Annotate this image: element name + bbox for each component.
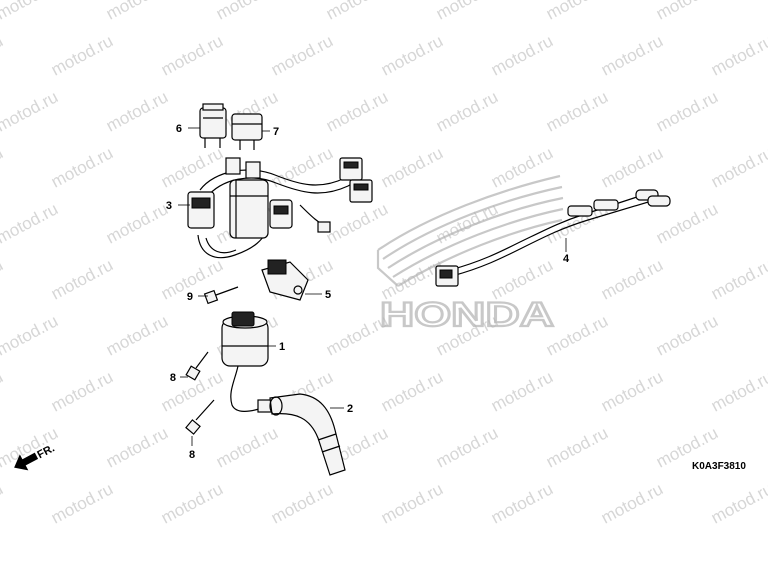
watermark-text: motod.ru [543, 0, 611, 24]
callout-9: 9 [187, 291, 193, 303]
watermark-text: motod.ru [323, 87, 391, 135]
watermark-text: motod.ru [0, 87, 61, 135]
watermark-text: motod.ru [598, 479, 666, 527]
watermark-text: motod.ru [48, 143, 116, 191]
leader-lines [178, 127, 567, 446]
watermark-text: motod.ru [488, 143, 556, 191]
watermark-text: motod.ru [708, 367, 768, 415]
watermark-text: motod.ru [48, 255, 116, 303]
watermark-text: motod.ru [213, 0, 281, 24]
watermark-text: motod.ru [653, 87, 721, 135]
watermark-text: motod.ru [488, 367, 556, 415]
honda-wing-icon [376, 174, 564, 287]
watermark-text: motod.ru [323, 0, 391, 24]
watermark-text: motod.ru [543, 423, 611, 471]
watermark-text: motod.ru [488, 31, 556, 79]
part-8-bolt-upper[interactable] [185, 351, 209, 381]
watermark-text: motod.ru [653, 0, 721, 24]
watermark-text: motod.ru [0, 143, 6, 191]
watermark-text: motod.ru [653, 311, 721, 359]
watermark-text: motod.ru [433, 87, 501, 135]
watermark-text: motod.ru [708, 255, 768, 303]
callout-3: 3 [166, 200, 172, 212]
part-6-relay[interactable] [199, 103, 227, 148]
watermark-text: motod.ru [103, 311, 171, 359]
watermark-text: motod.ru [708, 479, 768, 527]
watermark-text: motod.ru [48, 367, 116, 415]
part-2-spark-plug-cap[interactable] [269, 393, 346, 476]
watermark-text: motod.ru [0, 367, 6, 415]
watermark-text: motod.ru [433, 0, 501, 24]
watermark-text: motod.ru [103, 423, 171, 471]
watermark-text: motod.ru [158, 31, 226, 79]
watermark-text: motod.ru [378, 31, 446, 79]
callout-7: 7 [273, 126, 279, 138]
watermark-text: motod.ru [488, 479, 556, 527]
callout-labels: 6 7 3 4 5 9 1 2 8 8 [166, 123, 570, 461]
watermark-text: motod.ru [0, 199, 61, 247]
watermark-text: motod.ru [213, 423, 281, 471]
part-7-relay[interactable] [231, 113, 263, 150]
watermark-text: motod.ru [433, 423, 501, 471]
callout-5: 5 [325, 289, 331, 301]
part-5-sensor[interactable] [261, 259, 309, 301]
watermark-text: motod.ru [598, 367, 666, 415]
watermark-text: motod.ru [103, 87, 171, 135]
watermark-text: motod.ru [323, 311, 391, 359]
watermark-text: motod.ru [0, 31, 6, 79]
watermark-text: motod.ru [0, 0, 61, 24]
watermark-text: motod.ru [708, 143, 768, 191]
watermark-text: motod.ru [378, 367, 446, 415]
honda-logo-text: HONDA [380, 296, 554, 334]
diagram-code: K0A3F3810 [692, 461, 746, 472]
watermark-text: motod.ru [598, 143, 666, 191]
watermark-text: motod.ru [708, 31, 768, 79]
callout-1: 1 [279, 341, 285, 353]
watermark-text: motod.ru [268, 479, 336, 527]
part-1-ignition-coil[interactable] [221, 311, 273, 413]
callout-4: 4 [563, 253, 570, 265]
part-8-bolt-lower[interactable] [185, 399, 215, 435]
callout-6: 6 [176, 123, 182, 135]
watermark-text: motod.ru [268, 31, 336, 79]
honda-logo: HONDA [376, 174, 564, 335]
part-9-bolt[interactable] [203, 286, 239, 305]
watermark-text: motod.ru [48, 31, 116, 79]
callout-2: 2 [347, 403, 353, 415]
watermark-text: motod.ru [598, 255, 666, 303]
callout-8-upper: 8 [170, 372, 176, 384]
watermark-text: motod.ru [543, 87, 611, 135]
part-4-sub-harness[interactable] [435, 189, 671, 287]
watermark-text: motod.ru [0, 311, 61, 359]
watermark-text: motod.ru [598, 31, 666, 79]
watermark-text: motod.ru [103, 0, 171, 24]
watermark-text: motod.ru [0, 255, 6, 303]
watermark-text: motod.ru [378, 479, 446, 527]
watermark-text: motod.ru [48, 479, 116, 527]
part-3-wire-harness[interactable] [187, 157, 373, 259]
watermark-layer: motod.ru motod.ru motod.ru motod.ru motod.ru… [0, 0, 768, 528]
watermark-text: motod.ru [158, 479, 226, 527]
direction-arrow-icon [14, 452, 39, 471]
watermark-text: motod.ru [378, 143, 446, 191]
watermark-text: motod.ru [103, 199, 171, 247]
watermark-text: motod.ru [0, 479, 6, 527]
watermark-text: motod.ru [323, 199, 391, 247]
callout-8-lower: 8 [189, 449, 195, 461]
watermark-text: motod.ru [158, 143, 226, 191]
